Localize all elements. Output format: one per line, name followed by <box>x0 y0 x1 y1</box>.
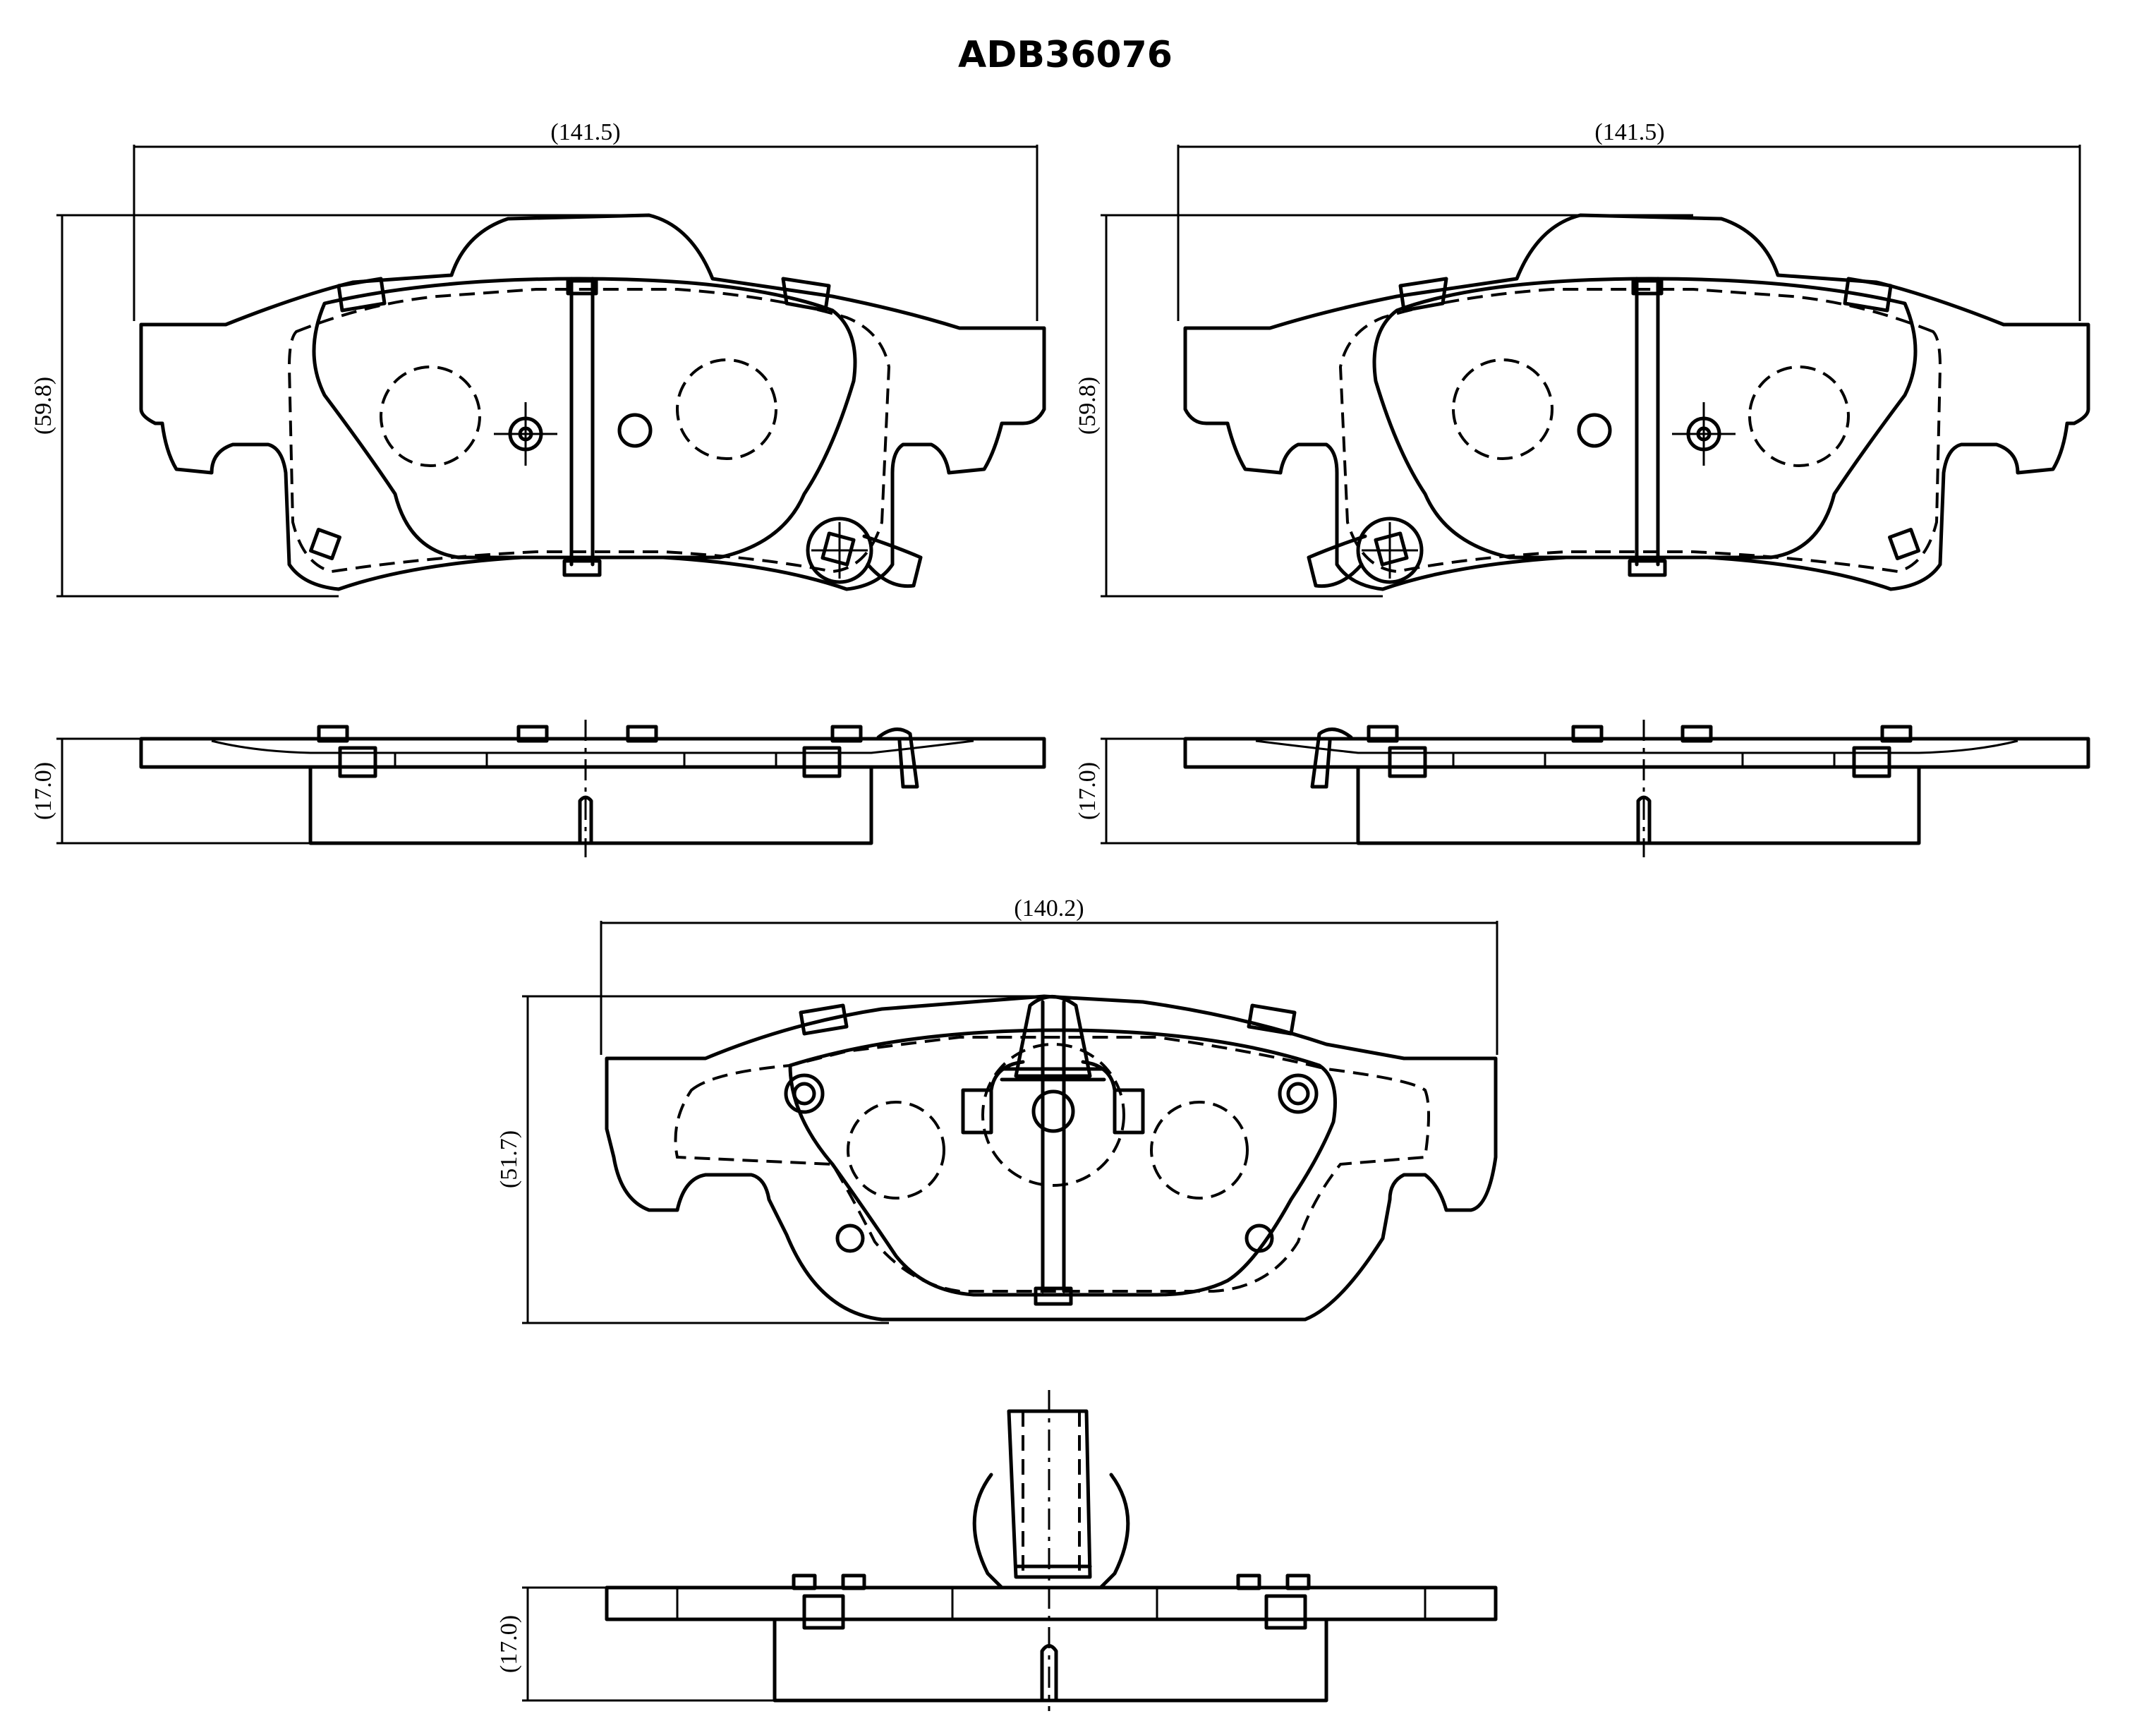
right-pad-side-view: (17.0) <box>1074 720 2088 857</box>
right-pad-thickness-label: (17.0) <box>1074 762 1101 820</box>
bottom-pad-side-view: (17.0) <box>496 1390 1498 1711</box>
part-number-title: ADB36076 <box>958 34 1173 76</box>
left-pad-side-view: (17.0) <box>30 720 1044 857</box>
left-pad-front-view: (141.5) (59.8) <box>30 119 1044 598</box>
left-pad-thickness-label: (17.0) <box>30 762 56 820</box>
bottom-pad-height-label: (51.7) <box>496 1130 522 1188</box>
left-pad-height-label: (59.8) <box>30 377 56 435</box>
bottom-pad-thickness-label: (17.0) <box>496 1615 522 1673</box>
bottom-pad-width-label: (140.2) <box>1014 895 1084 922</box>
left-pad-width-label: (141.5) <box>550 119 620 145</box>
right-pad-width-label: (141.5) <box>1594 119 1664 145</box>
right-pad-front-view: (141.5) (59.8) <box>1074 119 2088 598</box>
bottom-pad-front-view: (140.2) (51.7) <box>496 895 1498 1324</box>
right-pad-height-label: (59.8) <box>1074 377 1101 435</box>
